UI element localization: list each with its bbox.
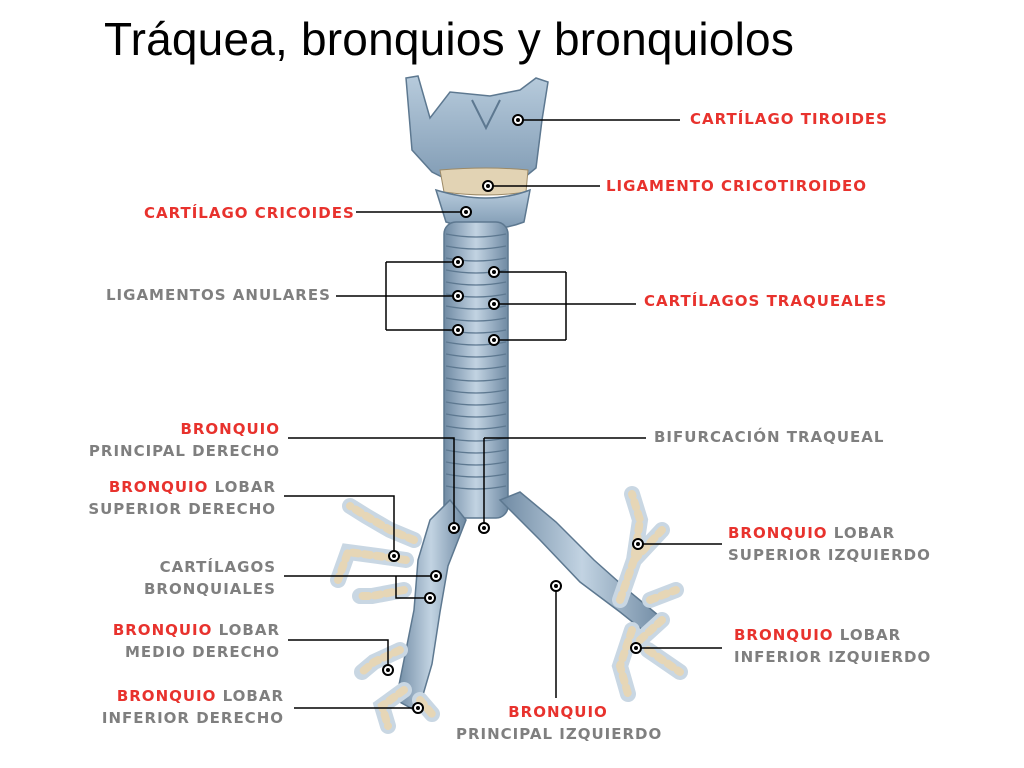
label-cartilago-cricoides: CARTÍLAGO CRICOIDES [144,204,355,222]
label-word: BRONQUIO [112,621,213,639]
label-bronquio-lobar-inferior-izquierdo: BRONQUIO LOBAR INFERIOR IZQUIERDO [734,624,931,668]
label-word: LOBAR [218,621,280,639]
label-line: BRONQUIALES [143,580,276,598]
label-line: INFERIOR IZQUIERDO [734,648,932,666]
label-line: INFERIOR DERECHO [101,709,284,727]
label-word: LOBAR [839,626,902,644]
right-bronchial-tree [330,498,467,734]
label-cartilagos-traqueales: CARTÍLAGOS TRAQUEALES [644,292,888,310]
label-line: PRINCIPAL DERECHO [88,442,280,460]
left-bronchial-tree [498,486,688,702]
label-bronquio-lobar-superior-derecho: BRONQUIO LOBAR SUPERIOR DERECHO [88,476,276,520]
page-title: Tráquea, bronquios y bronquiolos [104,13,795,65]
label-word: BRONQUIO [728,524,828,542]
label-bronquio-principal-derecho: BRONQUIO PRINCIPAL DERECHO [89,418,280,462]
label-word: LOBAR [833,524,896,542]
label-line: PRINCIPAL IZQUIERDO [456,725,663,743]
label-bifurcacion-traqueal: BIFURCACIÓN TRAQUEAL [654,428,885,446]
label-bronquio-lobar-inferior-derecho: BRONQUIO LOBAR INFERIOR DERECHO [102,685,284,729]
label-word: BRONQUIO [108,478,209,496]
leader-lines [284,119,722,709]
label-line: SUPERIOR IZQUIERDO [728,546,931,564]
label-word: BRONQUIO [734,626,834,644]
label-cartilagos-bronquiales: CARTÍLAGOS BRONQUIALES [144,556,276,600]
label-word: BRONQUIO [116,687,217,705]
label-line: BRONQUIO [180,420,280,438]
label-line: BRONQUIO [508,703,608,721]
label-line: MEDIO DERECHO [125,643,280,661]
label-line: SUPERIOR DERECHO [88,500,276,518]
label-word: LOBAR [222,687,284,705]
label-word: LOBAR [214,478,276,496]
larynx [405,75,549,230]
label-bronquio-lobar-superior-izquierdo: BRONQUIO LOBAR SUPERIOR IZQUIERDO [728,522,931,566]
label-cartilago-tiroides: CARTÍLAGO TIROIDES [690,110,888,128]
callout-dots [382,114,644,714]
label-bronquio-lobar-medio-derecho: BRONQUIO LOBAR MEDIO DERECHO [113,619,280,663]
label-bronquio-principal-izquierdo: BRONQUIO PRINCIPAL IZQUIERDO [456,701,663,745]
label-ligamento-cricotiroideo: LIGAMENTO CRICOTIROIDEO [606,177,868,195]
label-ligamentos-anulares: LIGAMENTOS ANULARES [106,286,331,304]
label-line: CARTÍLAGOS [159,558,276,576]
